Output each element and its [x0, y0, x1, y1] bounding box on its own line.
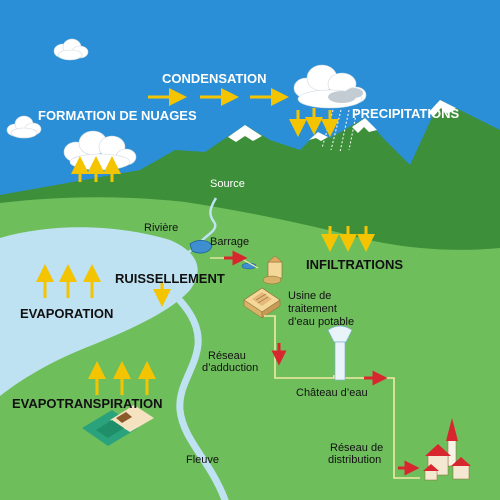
- label-reseau-distribution-line2: distribution: [328, 454, 382, 466]
- evaporation-arrows: [36, 264, 101, 298]
- cloud-icon: [6, 115, 42, 139]
- snow-cap: [352, 118, 377, 133]
- label-usine-line2: traitement: [288, 303, 337, 315]
- evapotranspiration-arrows: [88, 361, 156, 395]
- label-evaporation: EVAPORATION: [20, 306, 114, 321]
- label-fleuve: Fleuve: [186, 454, 220, 466]
- snow-cap: [428, 100, 456, 116]
- adduction-pipe: [264, 315, 335, 379]
- snow-cap: [309, 132, 328, 141]
- label-formation-de-nuages: FORMATION DE NUAGES: [38, 108, 197, 123]
- label-evapotranspiration: EVAPOTRANSPIRATION: [12, 396, 163, 411]
- label-precipitations: PRECIPITATIONS: [352, 106, 460, 121]
- label-source: Source: [210, 178, 245, 190]
- barrage-reservoir: [189, 240, 213, 254]
- cloud-formation-arrows: [71, 156, 121, 182]
- label-usine-line3: d’eau potable: [288, 316, 355, 328]
- rain-cloud-icon: [321, 88, 363, 153]
- cloud-icon: [53, 38, 89, 61]
- label-ruissellement: RUISSELLEMENT: [115, 271, 225, 286]
- source-stream: [198, 197, 218, 244]
- chateau-eau-icon: [327, 325, 353, 381]
- fleuve-river: [166, 286, 229, 500]
- label-infiltrations: INFILTRATIONS: [306, 257, 404, 272]
- village-icon: [423, 418, 471, 481]
- water-flow-arrows: [224, 250, 420, 476]
- label-reseau-distribution-line1: Réseau de: [330, 442, 384, 454]
- farm-fields-icon: [82, 405, 154, 446]
- infiltration-arrows: [321, 226, 375, 252]
- label-riviere: Rivière: [144, 222, 179, 234]
- riviere-stream: [168, 248, 193, 281]
- label-chateau-eau: Château d’eau: [296, 387, 368, 399]
- label-reseau-adduction-line2: d’adduction: [202, 362, 259, 374]
- snow-cap: [228, 125, 262, 142]
- precipitation-arrows: [289, 108, 339, 137]
- label-barrage: Barrage: [210, 236, 250, 248]
- label-usine-line1: Usine de: [288, 290, 332, 302]
- label-condensation: CONDENSATION: [162, 71, 267, 86]
- label-reseau-adduction-line1: Réseau: [208, 350, 246, 362]
